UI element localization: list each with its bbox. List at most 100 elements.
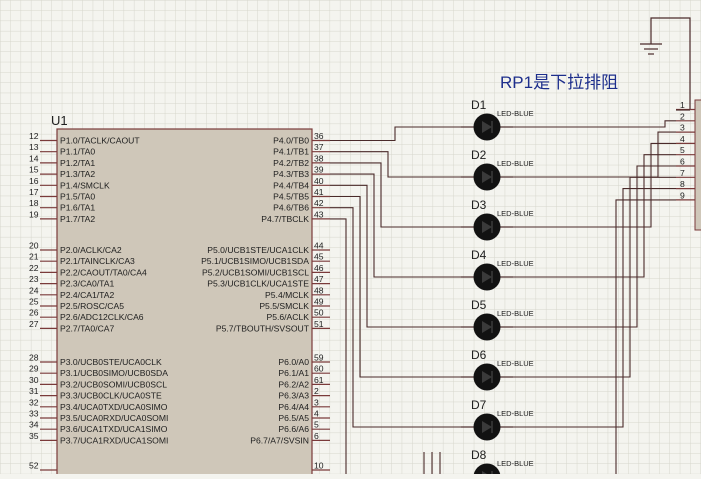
resistor-pack-body[interactable] <box>694 99 701 231</box>
chip-body[interactable] <box>56 128 313 479</box>
wire-led-to-rpack <box>513 165 676 328</box>
pin-number: 18 <box>29 198 39 208</box>
chip-pin-right[interactable]: 44 P5.0/UCB1STE/UCA1CLK <box>207 241 330 256</box>
pin-label: P6.2/A2 <box>278 379 309 389</box>
wire-led-to-rpack <box>513 154 676 278</box>
led-ref: D3 <box>471 198 487 212</box>
chip-pin-right[interactable]: 3P6.4/A4 <box>278 397 330 412</box>
diode-symbol-icon <box>482 121 492 133</box>
resistor-pack-pin[interactable]: 7 <box>676 168 695 178</box>
pin-number: 14 <box>29 153 39 163</box>
pin-number: 3 <box>680 123 685 133</box>
pin-label: P1.3/TA2 <box>60 169 95 179</box>
pin-label: P6.1/A1 <box>278 368 309 378</box>
wire-led-to-rpack <box>513 142 676 228</box>
pin-number: 9 <box>680 190 685 200</box>
chip-pin-right[interactable]: 5P6.6/A6 <box>278 420 330 435</box>
resistor-pack-pin[interactable]: 3 <box>676 123 695 133</box>
pin-number: 12 <box>29 131 39 141</box>
pin-number: 8 <box>680 179 685 189</box>
resistor-pack-pin[interactable]: 2 <box>676 111 695 122</box>
pin-number: 3 <box>314 397 319 407</box>
pin-label: P3.5/UCA0RXD/UCA0SOMI <box>60 413 168 423</box>
chip-pin-right[interactable]: 10 <box>312 461 330 471</box>
chip-pin-right[interactable]: 2P6.3/A3 <box>278 386 330 401</box>
pin-number: 6 <box>314 431 319 441</box>
resistor-pack-pin[interactable]: 9 <box>676 190 695 201</box>
pin-number: 45 <box>314 252 324 262</box>
resistor-pack-pin[interactable]: 5 <box>676 145 695 156</box>
chip-pin-right[interactable]: 4P6.5/A5 <box>278 409 330 424</box>
pin-number: 46 <box>314 263 324 273</box>
resistor-pack-pin[interactable]: 8 <box>676 179 695 190</box>
pin-label: P5.0/UCB1STE/UCA1CLK <box>207 245 309 255</box>
resistor-pack-pin[interactable]: 4 <box>676 134 695 144</box>
diode-symbol-icon <box>482 271 492 283</box>
chip-pin-left[interactable]: 52 <box>29 461 57 471</box>
pin-number: 5 <box>314 420 319 430</box>
led-ref: D4 <box>471 248 487 262</box>
pin-label: P4.6/TB6 <box>273 203 309 213</box>
wire-pin-to-led <box>330 162 461 228</box>
resistor-pack-pin[interactable]: 6 <box>676 157 695 167</box>
chip-pin-right[interactable]: 6P6.7/A7/SVSIN <box>250 431 330 446</box>
pin-label: P5.6/ACLK <box>266 312 309 322</box>
pin-number: 43 <box>314 209 324 219</box>
pin-number: 44 <box>314 241 324 251</box>
pin-label: P2.7/TA0/CA7 <box>60 323 115 333</box>
led-ref: D7 <box>471 398 487 412</box>
wire-led-to-rpack <box>513 188 676 428</box>
led-type-label: LED-BLUE <box>497 109 534 118</box>
